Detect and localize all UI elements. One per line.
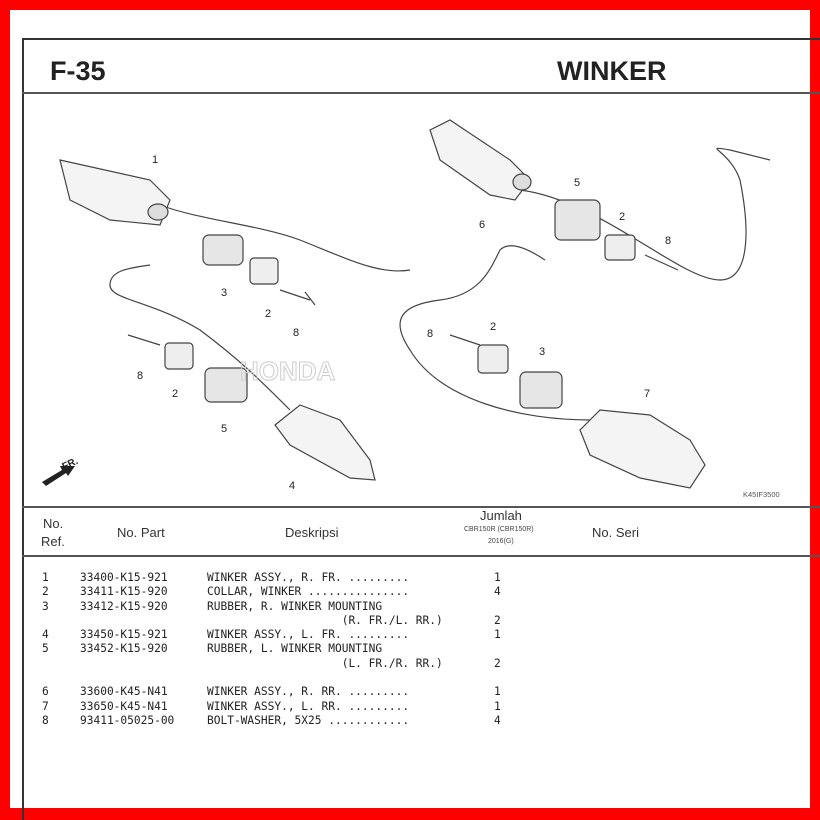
bolt-8d bbox=[449, 334, 481, 346]
ref-cell: 3 bbox=[42, 599, 49, 613]
part-number-cell: 93411-05025-00 bbox=[80, 713, 175, 727]
part-number-cell: 33452-K15-920 bbox=[80, 642, 168, 656]
quantity-cell: 4 bbox=[494, 585, 501, 599]
part-number-cell: 33600-K45-N41 bbox=[80, 685, 168, 699]
ref-cell: 5 bbox=[42, 642, 49, 656]
callout: 8 bbox=[665, 235, 671, 247]
ref-cell: 4 bbox=[42, 628, 49, 642]
col-qty-title: Jumlah bbox=[480, 508, 522, 523]
callout: 5 bbox=[221, 423, 227, 435]
ref-cell: 2 bbox=[42, 585, 49, 599]
bolt-8b bbox=[127, 334, 161, 346]
catalog-page bbox=[10, 10, 810, 808]
description-cell: (R. FR./L. RR.) bbox=[207, 613, 443, 627]
parts-diagram: HONDA 1 3 2 8 8 2 5 4 6 5 2 8 8 2 3 7 FR… bbox=[42, 119, 780, 499]
description-cell: RUBBER, L. WINKER MOUNTING bbox=[207, 642, 383, 656]
section-title: WINKER bbox=[557, 56, 667, 86]
section-code: F-35 bbox=[50, 56, 106, 86]
quantity-cell: 1 bbox=[494, 628, 501, 642]
quantity-cell: 4 bbox=[494, 713, 501, 727]
rubber-5 bbox=[204, 367, 248, 403]
description-cell: WINKER ASSY., R. RR. ......... bbox=[207, 685, 410, 699]
ref-cell: 6 bbox=[42, 685, 49, 699]
col-desc: Deskripsi bbox=[285, 525, 339, 540]
callout: 2 bbox=[619, 211, 625, 223]
collar-2b bbox=[164, 342, 194, 370]
col-serial: No. Seri bbox=[592, 525, 639, 540]
winker-4 bbox=[274, 404, 376, 481]
quantity-cell: 2 bbox=[494, 613, 501, 627]
col-qty-model: CBR150R (CBR150R) bbox=[464, 526, 534, 533]
divider bbox=[22, 555, 820, 557]
description-cell: WINKER ASSY., R. FR. ......... bbox=[207, 571, 410, 584]
bolt-8 bbox=[279, 289, 316, 306]
description-cell: RUBBER, R. WINKER MOUNTING bbox=[207, 599, 383, 613]
callout: 8 bbox=[293, 327, 299, 339]
part-number-cell: 33411-K15-920 bbox=[80, 585, 168, 599]
rubber-3b bbox=[519, 371, 563, 409]
quantity-cell: 1 bbox=[494, 685, 501, 699]
ref-cell: 7 bbox=[42, 699, 49, 713]
quantity-cell: 1 bbox=[494, 699, 501, 713]
callout: 3 bbox=[221, 287, 227, 299]
callout: 6 bbox=[479, 219, 485, 231]
callout: 1 bbox=[152, 154, 158, 166]
description-cell: COLLAR, WINKER ............... bbox=[207, 585, 410, 599]
wire-4 bbox=[109, 264, 291, 411]
callout: 2 bbox=[265, 308, 271, 320]
drawing-id: K45IF3500 bbox=[743, 490, 780, 499]
wire-1 bbox=[159, 204, 411, 272]
col-ref-line2: Ref. bbox=[41, 534, 65, 549]
callout: 5 bbox=[574, 177, 580, 189]
rubber-5b bbox=[554, 199, 601, 241]
callout: 8 bbox=[427, 328, 433, 340]
svg-text:HONDA: HONDA bbox=[240, 356, 336, 386]
callout: 3 bbox=[539, 346, 545, 358]
quantity-cell: 2 bbox=[494, 656, 501, 670]
part-number-cell: 33412-K15-920 bbox=[80, 599, 168, 613]
wire-6 bbox=[519, 147, 771, 281]
description-cell: WINKER ASSY., L. FR. ......... bbox=[207, 628, 410, 642]
winker-7 bbox=[579, 409, 706, 489]
ref-cell: 8 bbox=[42, 713, 49, 727]
callout: 7 bbox=[644, 388, 650, 400]
winker-1 bbox=[59, 159, 171, 226]
rubber-3 bbox=[202, 234, 244, 266]
bolt-8c bbox=[644, 254, 679, 271]
col-qty-year: 2016(G) bbox=[488, 538, 514, 545]
collar-2d bbox=[477, 344, 509, 374]
col-ref-line1: No. bbox=[43, 516, 64, 531]
description-cell: BOLT-WASHER, 5X25 ............ bbox=[207, 713, 410, 727]
col-part: No. Part bbox=[117, 525, 165, 540]
callout: 2 bbox=[172, 388, 178, 400]
front-arrow-icon bbox=[42, 466, 75, 486]
ref-cell: 1 bbox=[42, 571, 49, 584]
divider bbox=[22, 92, 820, 94]
part-number-cell: 33450-K15-921 bbox=[80, 628, 168, 642]
collar-2c bbox=[604, 234, 636, 261]
winker-6 bbox=[429, 119, 531, 201]
wire-7 bbox=[399, 245, 591, 421]
part-number-cell: 33400-K15-921 bbox=[80, 571, 168, 584]
callout: 4 bbox=[289, 480, 295, 492]
divider bbox=[22, 506, 820, 508]
quantity-cell: 1 bbox=[494, 571, 501, 584]
collar-2 bbox=[249, 257, 279, 285]
direction-label: FR. bbox=[61, 456, 80, 473]
part-number-cell: 33650-K45-N41 bbox=[80, 699, 168, 713]
description-cell: WINKER ASSY., L. RR. ......... bbox=[207, 699, 410, 713]
page-frame bbox=[22, 38, 820, 820]
callout: 2 bbox=[490, 321, 496, 333]
description-cell: (L. FR./R. RR.) bbox=[207, 656, 443, 670]
callout: 8 bbox=[137, 370, 143, 382]
